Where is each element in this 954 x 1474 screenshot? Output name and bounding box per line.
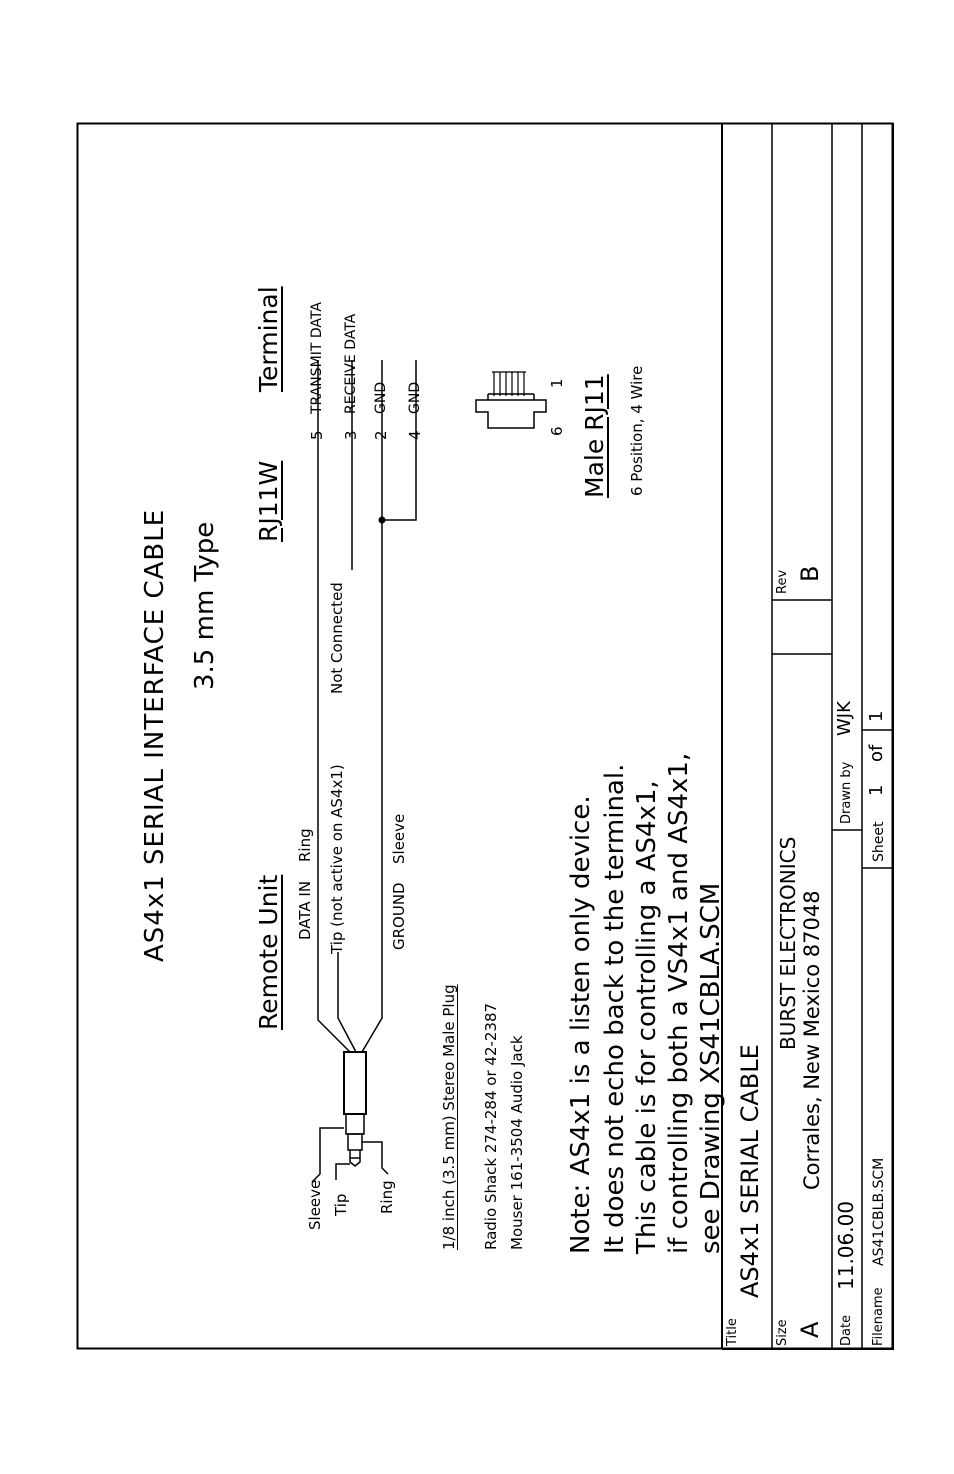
terminal-heading: Terminal [254,286,283,392]
plug-sleeve-label: Sleeve [306,1179,324,1230]
pin-2-num: 2 [372,430,390,440]
note-line-3: This cable is for controlling a AS4x1, [632,780,662,1254]
rj11-connector [475,399,547,429]
pin-2-label: GND [373,381,389,414]
plug-ring-label: Ring [378,1180,396,1214]
plug-tip-label: Tip [332,1193,350,1216]
ring-label: Ring [296,828,314,862]
sleeve-label: Sleeve [390,813,408,864]
tb-sheet-num: 1 [866,784,887,796]
not-connected-label: Not Connected [328,582,346,694]
data-in-label: DATA IN [296,880,314,940]
rj11-spec: 6 Position, 4 Wire [628,365,646,496]
tb-drawn-label: Drawn by [839,761,854,824]
ground-label: GROUND [390,882,408,950]
tip-leader [335,1163,350,1180]
tb-filename-label: Filename [871,1287,886,1346]
pin-4-label: GND [407,381,423,414]
note-line-2: It does not echo back to the terminal. [600,763,630,1254]
tb-rev-value: B [796,565,824,582]
note-line-4: if controlling both a VS4x1 and AS4x1, [664,752,694,1254]
pin-4-num: 4 [406,430,424,440]
plug-body [343,1051,367,1115]
tb-location: Corrales, New Mexico 87048 [800,890,824,1190]
drawing-border [76,122,894,1350]
wire-data-in [317,360,351,1053]
tip-note-label: Tip (not active on AS4x1) [328,764,346,954]
tb-drawn-value: WJK [834,701,855,736]
plug-spec: 1/8 inch (3.5 mm) Stereo Male Plug [440,984,458,1250]
note-line-1: Note: AS4x1 is a listen only device. [566,795,596,1254]
plug-radio-shack: Radio Shack 274-284 or 42-2387 [482,1002,500,1250]
tb-title-value: AS4x1 SERIAL CABLE [736,1044,764,1298]
tb-size-label: Size [775,1319,790,1346]
pin-5-label: TRANSMIT DATA [309,302,325,414]
title-block-grid [721,123,894,1350]
ring-leader [362,1141,389,1175]
plug-ring-section [347,1133,363,1151]
rj11-pin-1: 1 [548,378,566,388]
pin-3-label: RECEIVE DATA [343,313,359,414]
tb-filename-value: AS41CBLB.SCM [871,1157,887,1266]
tb-date-label: Date [839,1314,854,1346]
wire-tip [337,952,357,1053]
plug-sleeve-section [345,1113,365,1135]
tb-rev-label: Rev [775,569,790,594]
tb-sheet-total: 1 [866,710,887,722]
tb-sheet-label: Sheet [871,821,887,862]
wire-gnd-2 [382,360,417,521]
tb-date-value: 11.06.00 [834,1200,858,1290]
plug-mouser: Mouser 161-3504 Audio Jack [508,1035,526,1250]
tb-company: BURST ELECTRONICS [776,836,800,1050]
sleeve-leader [311,1127,344,1183]
tb-sheet-of: of [866,744,887,762]
tb-size-value: A [796,1321,824,1338]
pin-3-num: 3 [342,430,360,440]
note-line-5: see Drawing XS41CBLA.SCM [696,882,726,1254]
wire-ground [361,360,383,1053]
pin-5-num: 5 [308,430,326,440]
tb-title-label: Title [725,1318,740,1346]
wiring-svg [76,122,894,1350]
page-title: AS4x1 SERIAL INTERFACE CABLE [140,508,170,962]
rj11-pin-6: 6 [548,426,566,436]
remote-unit-heading: Remote Unit [254,874,283,1030]
rj11w-heading: RJ11W [254,460,283,542]
rj11-heading: Male RJ11 [580,374,609,498]
cable-drawing: AS4x1 SERIAL INTERFACE CABLE 3.5 mm Type… [76,122,894,1350]
page-subtitle: 3.5 mm Type [190,521,220,690]
